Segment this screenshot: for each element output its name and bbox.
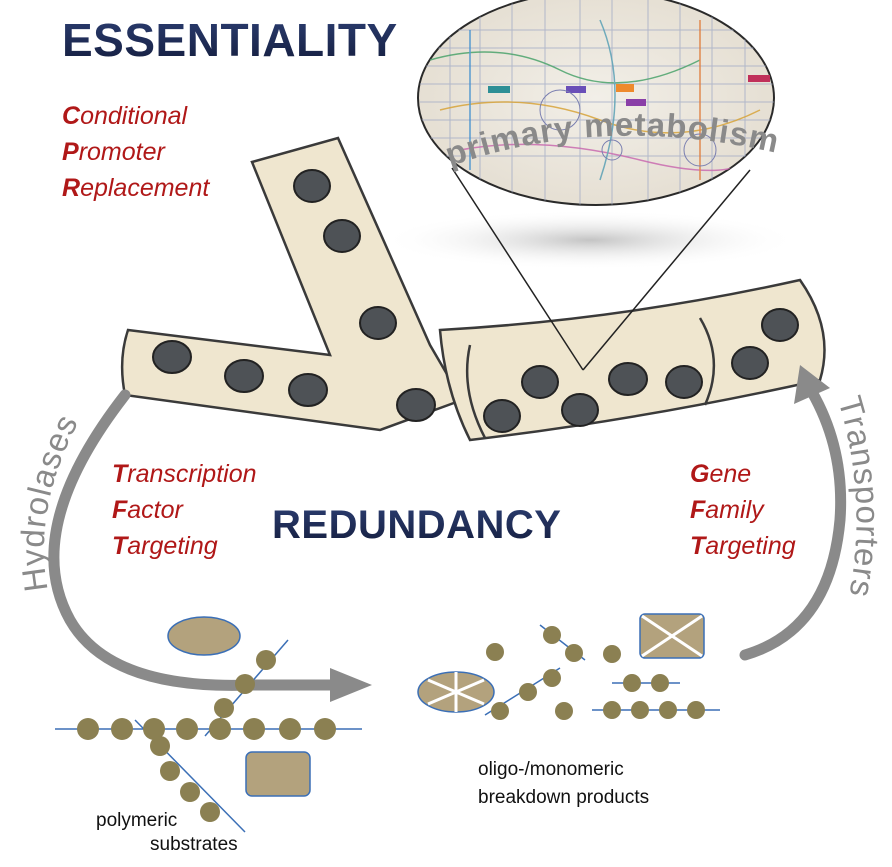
transporters-arrowhead <box>794 365 830 404</box>
septum-right <box>698 317 716 406</box>
fragmented-rectangle <box>639 613 705 659</box>
nucleus <box>293 169 331 203</box>
map-node <box>616 84 634 92</box>
nucleus <box>152 340 192 374</box>
nucleus <box>665 365 703 399</box>
map-cycle <box>683 133 717 167</box>
gene-family-targeting-label: Gene Family Targeting <box>690 460 796 560</box>
hypha-main-tube <box>438 278 826 442</box>
nucleus <box>608 362 648 396</box>
zoom-callout-lines <box>451 167 751 371</box>
acronym-line-family: Family <box>690 496 765 524</box>
essentiality-heading: ESSENTIALITY <box>62 14 398 66</box>
nuclei <box>152 169 799 433</box>
breakdown-products <box>417 613 720 720</box>
nucleus <box>761 308 799 342</box>
caption-oligo-monomeric: oligo-/monomeric <box>478 759 624 780</box>
conditional-promoter-replacement-label: Conditional Promoter Replacement <box>62 102 210 202</box>
nucleus <box>359 306 397 340</box>
hydrolases-label: Hydrolases <box>14 408 85 594</box>
hydrolases-arrowhead <box>330 668 372 702</box>
map-cycle <box>539 89 581 131</box>
transporters-arrow <box>739 386 847 661</box>
caption-substrates: substrates <box>150 834 238 855</box>
nucleus <box>561 393 599 427</box>
acronym-line-gene: Gene <box>690 460 751 488</box>
fragmented-ellipse <box>417 671 495 713</box>
polymeric-substrates <box>55 616 362 833</box>
acronym-line-factor: Factor <box>112 496 185 524</box>
nucleus <box>323 219 361 253</box>
primary-metabolism-inset: primary metabolism <box>417 0 782 206</box>
nucleus <box>288 373 328 407</box>
acronym-line-targeting: Targeting <box>112 532 218 560</box>
map-node <box>566 86 586 93</box>
caption-polymeric: polymeric <box>96 810 177 831</box>
map-node <box>626 99 646 106</box>
fungal-hypha <box>120 136 826 442</box>
transcription-factor-targeting-label: Transcription Factor Targeting <box>112 460 257 560</box>
redundancy-heading: REDUNDANCY <box>272 503 561 547</box>
acronym-line-replacement: Replacement <box>62 174 210 202</box>
hydrolases-arrow <box>48 389 336 691</box>
nucleus <box>731 346 769 380</box>
nucleus <box>224 359 264 393</box>
nucleus <box>521 365 559 399</box>
acronym-line-targeting: Targeting <box>690 532 796 560</box>
acronym-line-conditional: Conditional <box>62 102 189 130</box>
acronym-line-promoter: Promoter <box>62 138 166 166</box>
acronym-line-transcription: Transcription <box>112 460 257 488</box>
map-node <box>488 86 510 93</box>
septum-left <box>465 344 487 439</box>
map-node <box>748 75 770 82</box>
nucleus <box>483 399 521 433</box>
nucleus <box>396 388 436 422</box>
hypha-shadow <box>380 210 800 270</box>
caption-breakdown-products: breakdown products <box>478 787 649 808</box>
map-cycle <box>601 139 623 161</box>
